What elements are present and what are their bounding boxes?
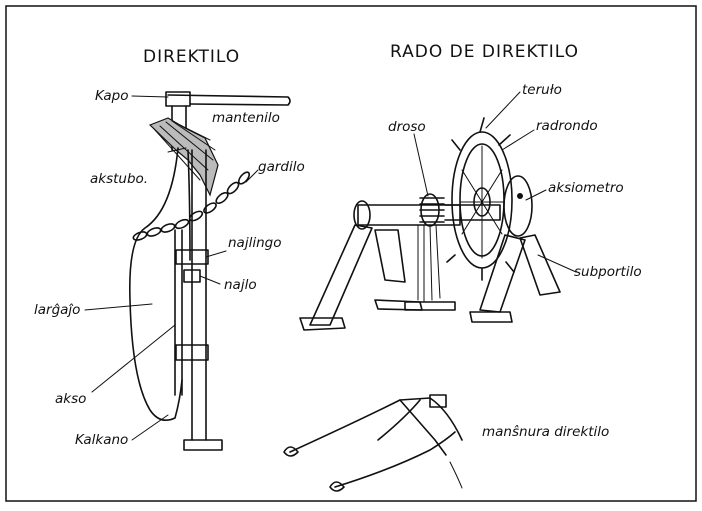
hull-section [148, 117, 219, 197]
wheel-spokes [459, 145, 505, 259]
title-rado-de-direktilo: RADO DE DIREKTILO [390, 42, 579, 62]
label-largajo: larĝaĵo [34, 302, 80, 318]
drum [357, 204, 461, 226]
rudder-heel [183, 439, 223, 451]
steering-wheel-illustration [299, 117, 561, 331]
tiller-rope-upper [289, 397, 463, 453]
label-akso: akso [55, 391, 86, 407]
hanging-ropes [417, 224, 441, 303]
frame-border [5, 5, 697, 502]
tiller-rope-lower [334, 431, 456, 488]
label-najlo: najlo [224, 277, 257, 293]
tiller-handle-bottom [329, 481, 345, 492]
label-mansnura-direktilo: manŝnura direktilo [482, 424, 609, 440]
axiometer-disc [503, 175, 533, 237]
rudder-head [165, 91, 191, 107]
gudgeon-upper [175, 249, 209, 265]
rope-coil [419, 197, 445, 223]
label-droso: droso [388, 119, 426, 135]
rudder-leader-lines [84, 95, 259, 441]
rudder-axle [174, 229, 183, 396]
hand-tiller-illustration [283, 394, 463, 492]
label-terulo: teruło [522, 82, 562, 98]
sternpost [191, 149, 207, 441]
title-direktilo: DIREKTILO [143, 47, 240, 67]
label-najlingo: najlingo [228, 235, 281, 251]
gudgeon-lower [175, 344, 209, 361]
label-akstubo: akstubo. [90, 171, 148, 187]
pedestal-leg-left [309, 224, 373, 326]
pedestal-leg-right [479, 234, 526, 313]
rope-base [404, 301, 456, 311]
label-subportilo: subportilo [574, 264, 642, 280]
tiller-block [429, 394, 447, 408]
chain [132, 171, 251, 241]
wheel-leader-lines [413, 91, 577, 273]
label-aksiometro: aksiometro [548, 180, 624, 196]
rudder-illustration [128, 91, 291, 451]
rudder-blade [128, 147, 183, 421]
label-kalkano: Kalkano [75, 432, 128, 448]
wheel-shaft [444, 204, 501, 221]
label-mantenilo: mantenilo [212, 110, 280, 126]
tiller [167, 94, 291, 106]
label-radrondo: radrondo [536, 118, 598, 134]
label-gardilo: gardilo [258, 159, 305, 175]
tiller-handle-left [283, 446, 299, 457]
wheel-handles [446, 117, 515, 281]
label-kapo: Kapo [95, 88, 128, 104]
